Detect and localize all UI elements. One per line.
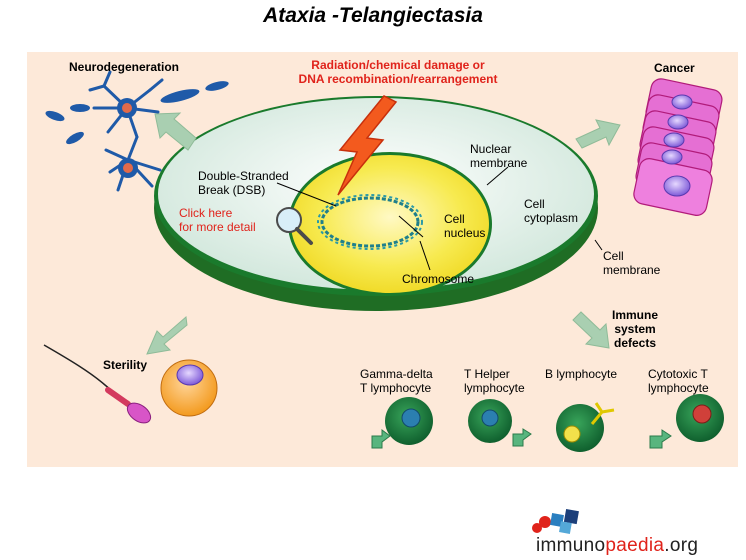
lymph-gd-line2: T lymphocyte	[360, 381, 432, 395]
lymph-b-line1: B lymphocyte	[545, 367, 618, 381]
brand-name: immunopaedia.org	[536, 535, 698, 557]
neuron-icon	[45, 70, 229, 192]
cancer-cells-icon	[633, 78, 723, 216]
nuclear-membrane-label: Nuclear membrane	[470, 142, 527, 170]
lymph-ct-line1: Cytotoxic T	[648, 367, 708, 381]
page-title: Ataxia -Telangiectasia	[263, 4, 483, 27]
immunopaedia-logo-icon	[532, 509, 579, 534]
arrow-to-cancer	[575, 119, 621, 149]
lymphocyte-label-cytotoxic: Cytotoxic T lymphocyte	[648, 367, 709, 395]
cell-nucleus-line2: nucleus	[444, 226, 486, 240]
cell-cytoplasm-line2: cytoplasm	[524, 211, 579, 225]
egg-cell-icon	[160, 359, 218, 417]
cell-membrane-line2: membrane	[603, 263, 661, 277]
cancer-label: Cancer	[654, 61, 695, 75]
cell-cytoplasm-line1: Cell	[524, 197, 545, 211]
click-line1[interactable]: Click here	[179, 206, 233, 220]
lymph-th-line1: T Helper	[464, 367, 510, 381]
lymphocyte-gamma-delta	[371, 397, 433, 449]
arrow-to-immune	[572, 311, 610, 349]
sterility-label: Sterility	[103, 358, 148, 372]
arrow-to-sterility	[146, 316, 188, 355]
immune-line2: system	[614, 322, 656, 336]
damage-label-line1: Radiation/chemical damage or	[311, 58, 485, 72]
immune-defects-label: Immune system defects	[610, 308, 660, 350]
lightning-bolt-icon	[337, 95, 398, 196]
lymph-ct-line2: lymphocyte	[648, 381, 709, 395]
dsb-line2: Break (DSB)	[198, 183, 266, 197]
arrows	[146, 112, 621, 355]
dsb-label: Double-Stranded Break (DSB)	[198, 169, 289, 197]
lymphocyte-b	[556, 402, 615, 452]
nuclear-membrane-line1: Nuclear	[470, 142, 512, 156]
lymphocyte-cytotoxic	[649, 394, 724, 449]
immune-line1: Immune	[611, 308, 658, 322]
lymphocyte-label-gamma-delta: Gamma-delta T lymphocyte	[360, 367, 433, 395]
lymph-gd-line1: Gamma-delta	[360, 367, 433, 381]
brand-part2: paedia	[605, 535, 665, 556]
dsb-line1: Double-Stranded	[198, 169, 289, 183]
cell-cytoplasm-label: Cell cytoplasm	[524, 197, 578, 225]
immune-line3: defects	[613, 336, 657, 350]
leader-lines	[276, 166, 603, 271]
click-detail-link[interactable]: Click here for more detail	[179, 206, 256, 234]
sperm-icon	[43, 344, 152, 424]
brand-part1: immuno	[536, 535, 606, 556]
chromosome-ring	[317, 194, 423, 250]
brand-part3: .org	[664, 535, 699, 556]
click-line2[interactable]: for more detail	[179, 220, 256, 234]
damage-label: Radiation/chemical damage or DNA recombi…	[268, 58, 528, 86]
magnifier-icon[interactable]	[276, 207, 313, 245]
cell-membrane-label: Cell membrane	[603, 249, 660, 277]
lymphocyte-label-t-helper: T Helper lymphocyte	[464, 367, 525, 395]
lymphocyte-label-b: B lymphocyte	[545, 367, 617, 381]
nuclear-membrane-line2: membrane	[470, 156, 528, 170]
lymph-th-line2: lymphocyte	[464, 381, 525, 395]
cell-nucleus-line1: Cell	[444, 212, 465, 226]
cell-nucleus-label: Cell nucleus	[444, 212, 485, 240]
damage-label-line2: DNA recombination/rearrangement	[298, 72, 498, 86]
neurodegeneration-label: Neurodegeneration	[69, 60, 180, 74]
lymphocyte-t-helper	[468, 399, 532, 447]
chromosome-label: Chromosome	[402, 272, 475, 286]
arrow-to-neuro	[154, 112, 197, 151]
cell-membrane-line1: Cell	[603, 249, 624, 263]
